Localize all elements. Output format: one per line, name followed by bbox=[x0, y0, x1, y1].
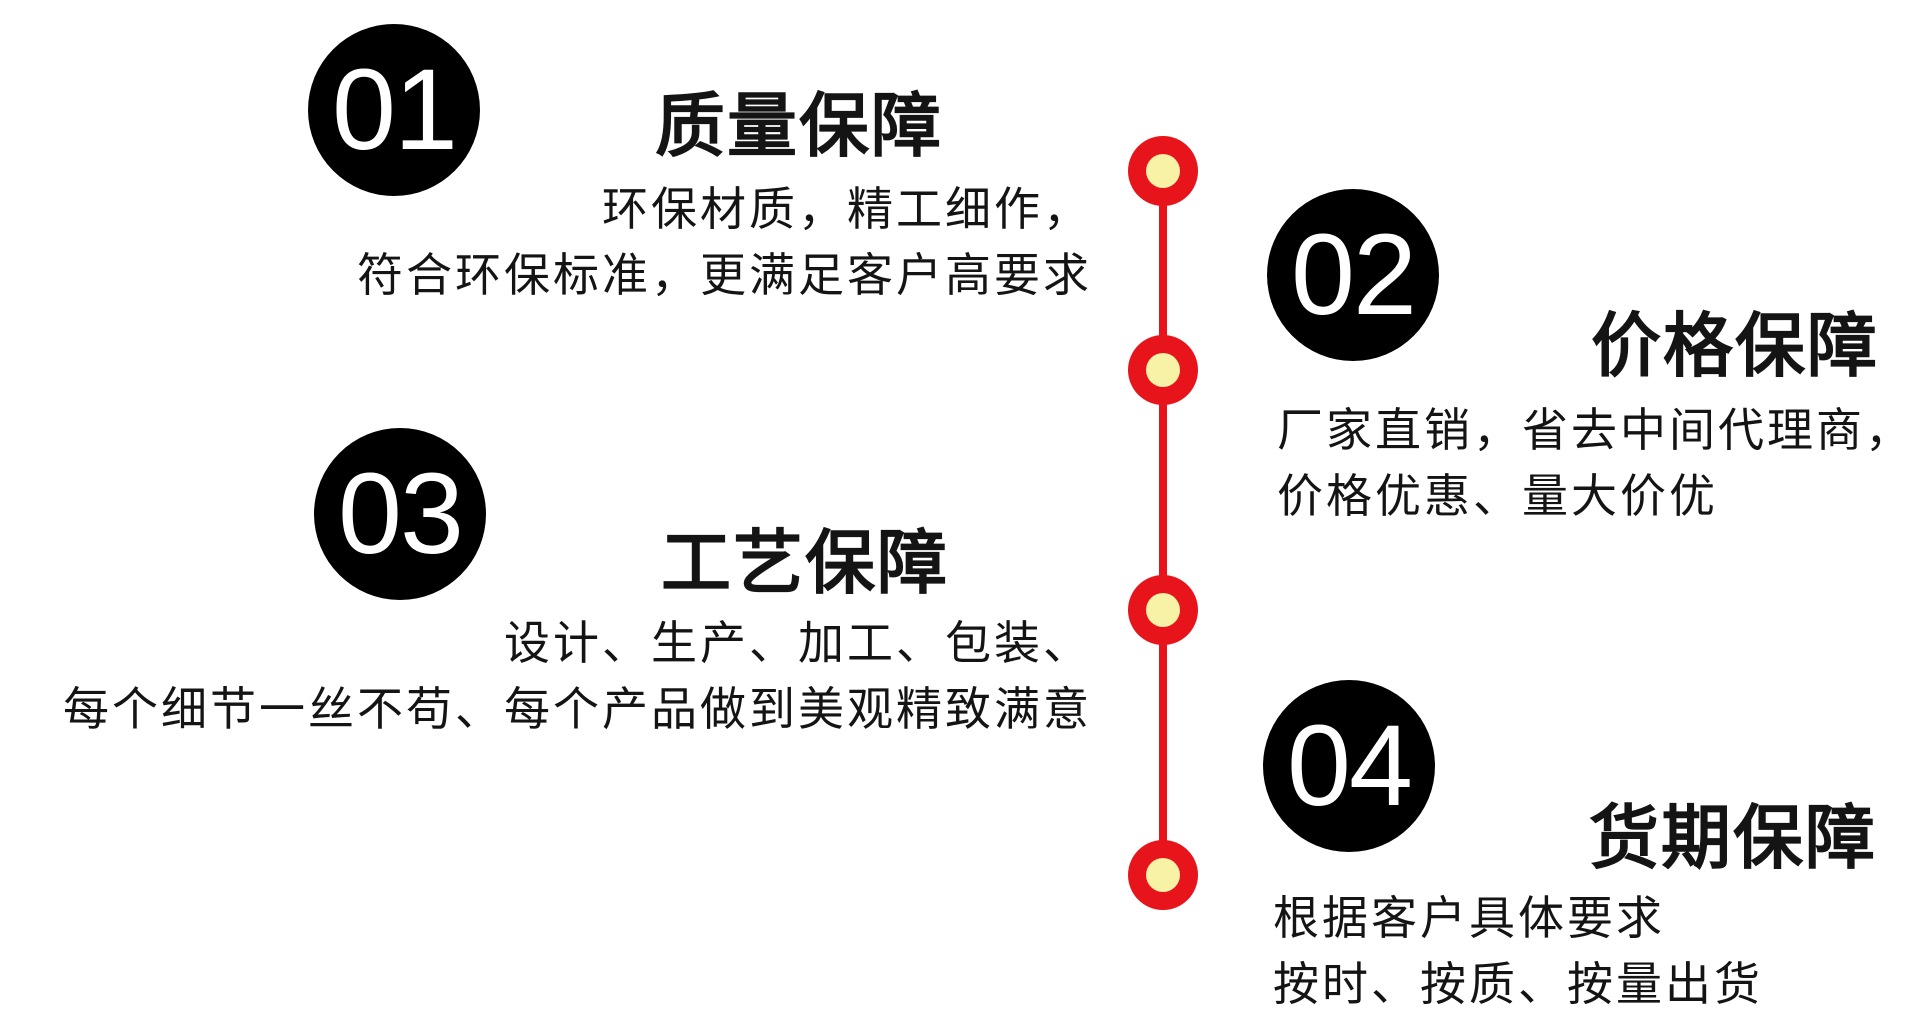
desc-price-guarantee: 厂家直销，省去中间代理商， 价格优惠、量大价优 bbox=[1277, 397, 1920, 529]
desc-line-1: 环保材质，精工细作， bbox=[602, 182, 1092, 236]
number-badge-02: 02 bbox=[1267, 189, 1439, 361]
desc-line-1: 厂家直销，省去中间代理商， bbox=[1277, 403, 1914, 457]
number-badge-04: 04 bbox=[1263, 680, 1435, 852]
timeline-line bbox=[1159, 171, 1167, 875]
desc-line-2: 每个细节一丝不苟、每个产品做到美观精致满意 bbox=[63, 682, 1092, 736]
desc-line-2: 价格优惠、量大价优 bbox=[1277, 469, 1718, 523]
timeline-dot-center bbox=[1146, 593, 1180, 627]
timeline-dot-center bbox=[1146, 858, 1180, 892]
title-quality-guarantee: 质量保障 bbox=[655, 85, 943, 167]
desc-line-1: 设计、生产、加工、包装、 bbox=[504, 616, 1092, 670]
timeline-dot-3 bbox=[1128, 575, 1198, 645]
timeline-dot-4 bbox=[1128, 840, 1198, 910]
timeline-dot-center bbox=[1146, 154, 1180, 188]
badge-number: 04 bbox=[1287, 701, 1413, 830]
desc-quality-guarantee: 环保材质，精工细作， 符合环保标准，更满足客户高要求 bbox=[0, 176, 1092, 308]
badge-number: 03 bbox=[338, 449, 464, 578]
title-price-guarantee: 价格保障 bbox=[1591, 305, 1879, 387]
timeline-dot-2 bbox=[1128, 335, 1198, 405]
title-delivery-guarantee: 货期保障 bbox=[1589, 797, 1877, 879]
timeline-dot-center bbox=[1146, 353, 1180, 387]
badge-number: 01 bbox=[332, 45, 458, 174]
desc-line-2: 符合环保标准，更满足客户高要求 bbox=[357, 248, 1092, 302]
desc-craft-guarantee: 设计、生产、加工、包装、 每个细节一丝不苟、每个产品做到美观精致满意 bbox=[0, 610, 1092, 742]
desc-delivery-guarantee: 根据客户具体要求 按时、按质、按量出货 bbox=[1273, 885, 1913, 1017]
desc-line-1: 根据客户具体要求 bbox=[1273, 891, 1665, 945]
badge-number: 02 bbox=[1291, 210, 1417, 339]
timeline-dot-1 bbox=[1128, 136, 1198, 206]
title-craft-guarantee: 工艺保障 bbox=[661, 522, 949, 604]
number-badge-03: 03 bbox=[314, 428, 486, 600]
desc-line-2: 按时、按质、按量出货 bbox=[1273, 957, 1763, 1011]
number-badge-01: 01 bbox=[308, 24, 480, 196]
